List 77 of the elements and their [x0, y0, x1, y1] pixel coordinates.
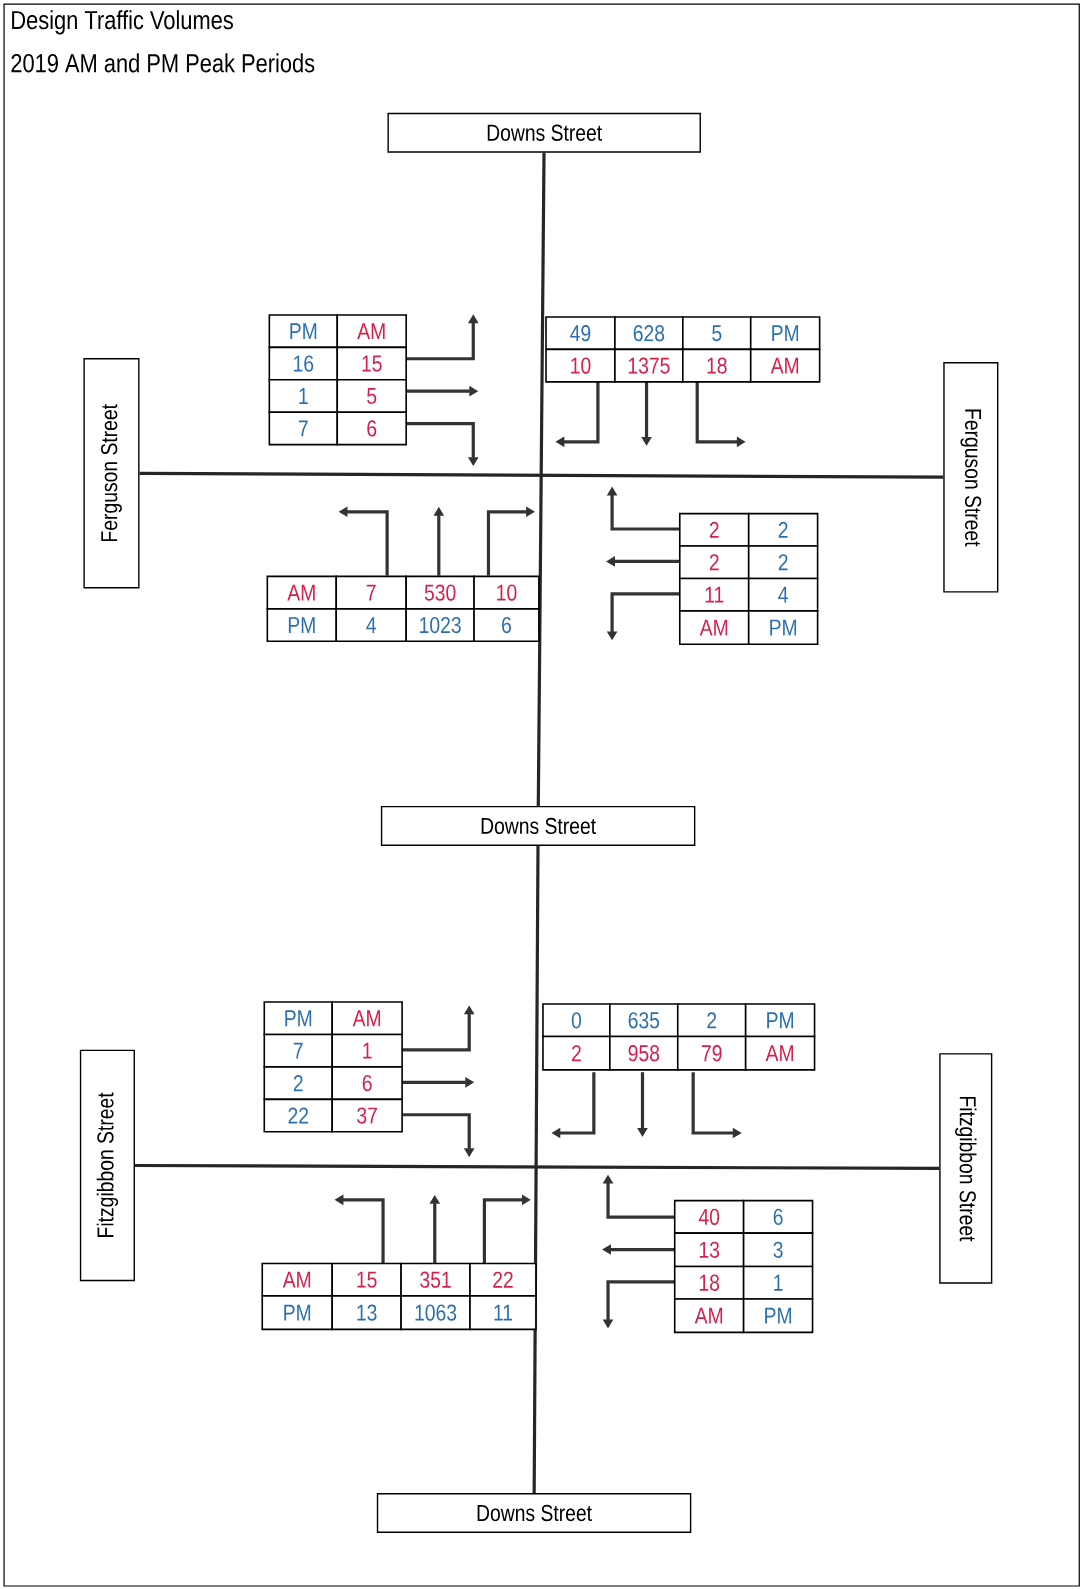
table-cell: 6 — [473, 608, 540, 643]
table-cell: 37 — [331, 1098, 403, 1133]
table-cell: 2 — [678, 545, 750, 580]
table-cell: 5 — [681, 316, 752, 351]
table-cell: PM — [744, 1003, 816, 1038]
table-cell: 15 — [331, 1262, 402, 1297]
table-cell: 22 — [469, 1262, 537, 1297]
street-name-box: Fitzgibbon Street — [79, 1049, 135, 1282]
table-cell: 958 — [608, 1035, 679, 1071]
table-cell: 40 — [673, 1199, 745, 1234]
table-cell: 351 — [400, 1262, 471, 1297]
table-cell: 10 — [545, 348, 616, 383]
table-cell: 3 — [742, 1232, 814, 1268]
road-line — [536, 152, 546, 806]
table-cell: 5 — [336, 379, 407, 414]
table-cell: 6 — [331, 1066, 403, 1101]
table-cell: 0 — [542, 1003, 611, 1038]
street-name-box: Ferguson Street — [83, 358, 140, 589]
street-name-box: Downs Street — [380, 805, 696, 846]
table-cell: 11 — [469, 1295, 537, 1331]
table-cell: AM — [744, 1035, 816, 1071]
table-cell: PM — [266, 608, 337, 643]
table-cell: AM — [749, 348, 821, 383]
table-cell: AM — [673, 1298, 745, 1334]
road-line — [134, 1163, 940, 1170]
table-cell: 530 — [405, 575, 475, 610]
road-line — [532, 845, 540, 1494]
table-cell: 628 — [613, 316, 684, 351]
table-cell: 4 — [747, 577, 819, 612]
table-cell: 2 — [263, 1066, 333, 1101]
table-cell: AM — [678, 610, 750, 646]
street-name-box: Fitzgibbon Street — [939, 1053, 993, 1284]
table-cell: 18 — [673, 1265, 745, 1300]
table-cell: 79 — [676, 1035, 747, 1071]
table-cell: 13 — [331, 1295, 402, 1331]
table-cell: 7 — [268, 411, 338, 446]
table-cell: AM — [266, 575, 337, 610]
table-cell: 7 — [263, 1033, 333, 1068]
table-cell: 635 — [608, 1003, 679, 1038]
table-cell: 1 — [742, 1265, 814, 1300]
street-name-box: Downs Street — [376, 1493, 692, 1533]
table-cell: 6 — [742, 1199, 814, 1234]
table-cell: 6 — [336, 411, 407, 446]
table-cell: 15 — [336, 346, 407, 381]
table-cell: 7 — [335, 575, 407, 610]
table-cell: PM — [261, 1295, 333, 1331]
table-cell: 2 — [678, 512, 750, 547]
table-cell: 1375 — [613, 348, 684, 383]
table-cell: AM — [331, 1001, 403, 1036]
table-cell: 1063 — [400, 1295, 471, 1331]
table-cell: PM — [749, 316, 821, 351]
table-cell: 4 — [335, 608, 407, 643]
subtitle: 2019 AM and PM Peak Periods — [11, 53, 315, 73]
table-cell: 10 — [473, 575, 540, 610]
table-cell: 1 — [268, 379, 338, 414]
table-cell: 1 — [331, 1033, 403, 1068]
table-cell: 18 — [681, 348, 752, 383]
road-line — [139, 471, 944, 479]
street-name-box: Downs Street — [387, 112, 701, 153]
table-cell: 11 — [678, 577, 750, 612]
table-cell: PM — [268, 314, 338, 349]
title: Design Traffic Volumes — [11, 10, 233, 35]
table-cell: PM — [742, 1298, 814, 1334]
table-cell: 16 — [268, 346, 338, 381]
table-cell: 2 — [676, 1003, 747, 1038]
table-cell: 1023 — [405, 608, 475, 643]
table-cell: PM — [747, 610, 819, 646]
table-cell: 2 — [747, 512, 819, 547]
table-cell: 49 — [545, 316, 616, 351]
table-cell: 2 — [747, 545, 819, 580]
table-cell: PM — [263, 1001, 333, 1036]
table-cell: AM — [261, 1262, 333, 1297]
table-cell: 22 — [263, 1098, 333, 1133]
table-cell: 2 — [542, 1035, 611, 1071]
street-name-box: Ferguson Street — [943, 362, 999, 593]
table-cell: AM — [336, 314, 407, 349]
table-cell: 13 — [673, 1232, 745, 1268]
